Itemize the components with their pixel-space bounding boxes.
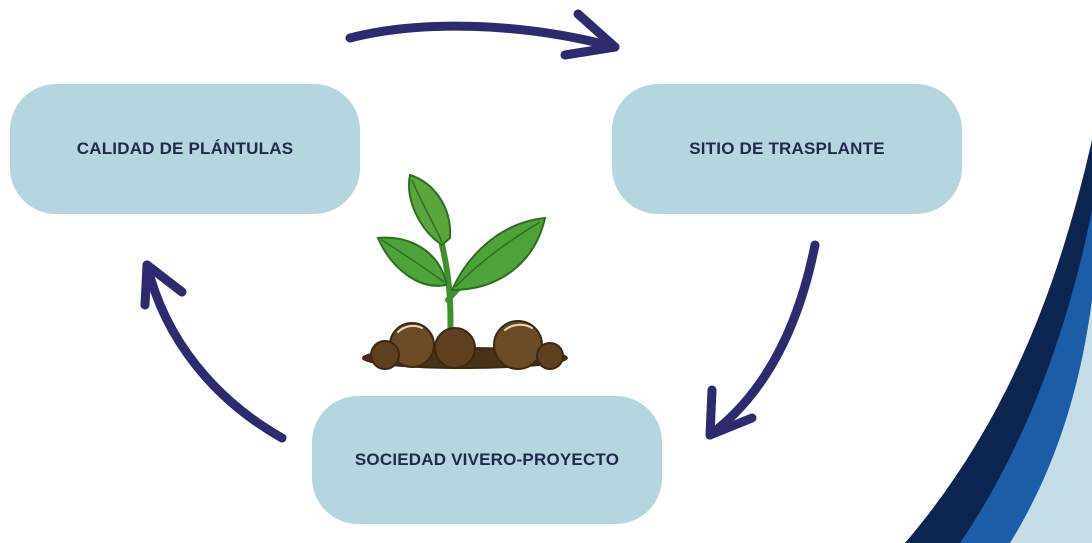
node-sociedad-vivero-proyecto: SOCIEDAD VIVERO-PROYECTO [312,396,662,524]
corner-swoosh-light [1010,300,1092,543]
arrow-society-to-quality [142,260,287,443]
node-label: CALIDAD DE PLÁNTULAS [76,139,294,158]
seedling-leaf-top [408,173,452,247]
arrow-society-to-quality-head [140,260,187,310]
soil-mound [362,320,568,370]
seedling-leaf-left [376,236,447,287]
seedling-leaf-right [450,216,547,292]
node-label: SOCIEDAD VIVERO-PROYECTO [354,450,620,469]
node-label: SITIO DE TRASPLANTE [689,139,885,158]
node-calidad-de-plantulas: CALIDAD DE PLÁNTULAS [10,84,360,214]
arrow-site-to-society-head [705,385,757,440]
arrow-quality-to-site-head [560,9,620,60]
arrow-site-to-society [705,240,820,440]
arrow-quality-to-site [345,21,620,52]
node-sitio-de-trasplante: SITIO DE TRASPLANTE [612,84,962,214]
